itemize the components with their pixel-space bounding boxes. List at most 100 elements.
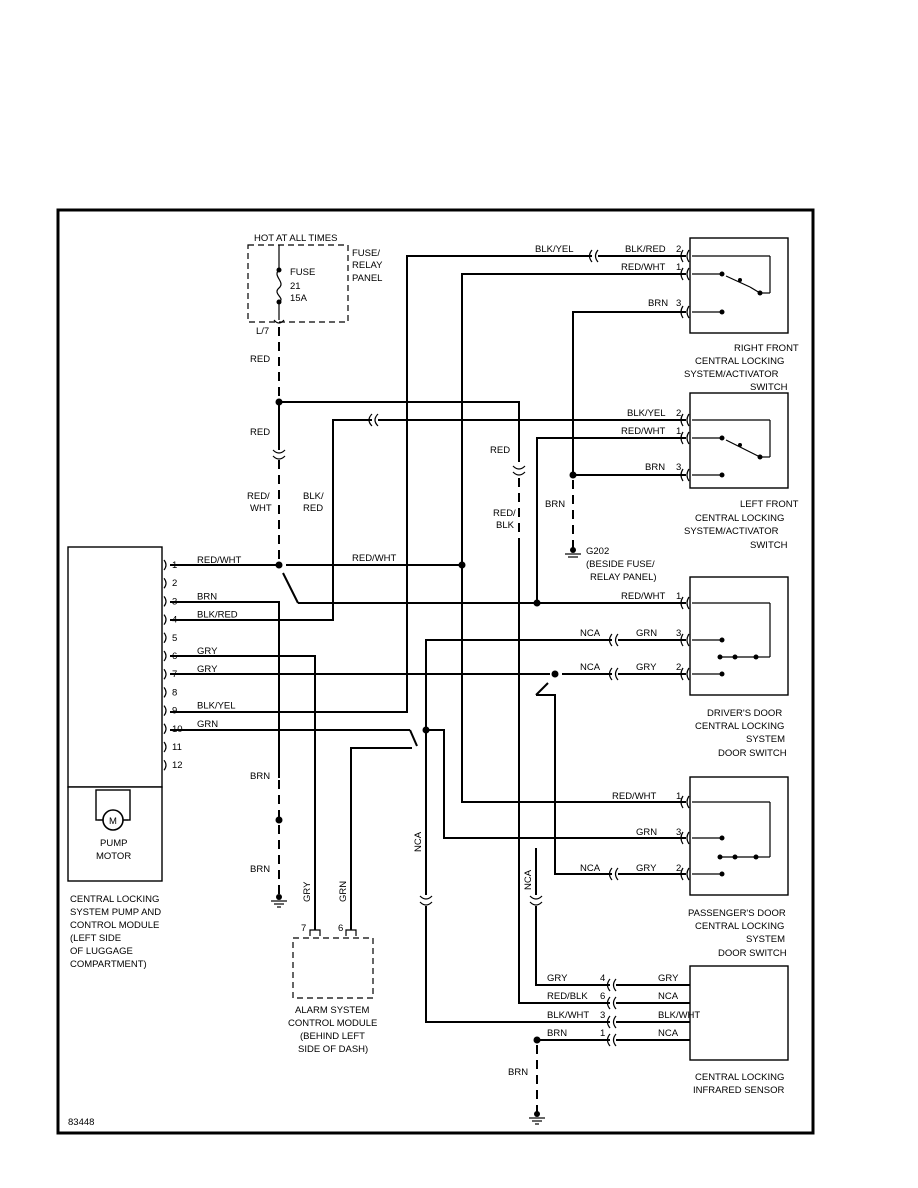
pump-control-module: M PUMP MOTOR [67,546,163,882]
ir-pin4-left-wire: GRY [547,973,568,984]
right-front-switch: BLK/YEL BLK/RED 2 RED/WHT 1 BRN 3 RIGHT … [535,237,799,393]
wire-label-red-2: RED [250,427,270,438]
pump-pin-connector [163,668,167,680]
ir-connector [612,1033,617,1047]
wire-label-red-wht-h: RED/WHT [352,553,397,564]
drivers-pin3: 3 [676,628,681,639]
pump-pin-11: 11 [172,742,182,753]
right-front-pin3: 3 [676,298,681,309]
drivers-door-switch: RED/WHT 1 NCA GRN 3 NCA GRY 2 DRIVER'S D… [580,576,789,759]
right-front-caption-4: SWITCH [750,382,788,393]
alarm-caption-3: (BEHIND LEFT [300,1031,365,1042]
motor-symbol: M [109,816,117,827]
drivers-pin1: 1 [676,591,681,602]
ir-caption-2: INFRARED SENSOR [693,1085,784,1096]
drivers-caption-3: SYSTEM [746,734,785,745]
pump-caption-1: CENTRAL LOCKING [70,894,159,905]
left-front-pin2-wire: BLK/YEL [627,408,666,419]
pump-pin-connector [163,705,167,716]
wire-label-red-1: RED [250,354,270,365]
pump-pin-connector [163,687,167,698]
fuse-panel-label-1: FUSE/ [352,248,380,259]
pump-pin-4-wire: BLK/RED [197,610,238,621]
ir-caption-1: CENTRAL LOCKING [695,1072,784,1083]
ir-connector [612,996,617,1010]
pump-motor-label-1: PUMP [100,838,127,849]
pump-pin-6-wire: GRY [197,646,218,657]
wire-label-gry-alarm: GRY [302,881,313,902]
wire-label-red-blk-v-2: BLK [496,520,515,531]
ir-connector [606,996,611,1010]
ir-pin4: 4 [600,973,605,984]
drivers-caption-1: DRIVER'S DOOR [707,708,782,719]
right-front-pin3-wire: BRN [648,298,668,309]
left-front-caption-3: SYSTEM/ACTIVATOR [684,526,779,537]
passengers-pin3: 3 [676,827,681,838]
left-front-pin1: 1 [676,426,681,437]
wire-label-red-blk-v-1: RED/ [493,508,516,519]
pump-motor-label-2: MOTOR [96,851,131,862]
ir-connector [606,1033,611,1047]
ir-pin1: 1 [600,1028,605,1039]
pump-pin-10-wire: GRN [197,719,218,730]
pump-caption-5: OF LUGGAGE [70,946,133,957]
wire-label-brn-ground-left: BRN [250,771,270,782]
passengers-caption-4: DOOR SWITCH [718,948,787,959]
drivers-caption-2: CENTRAL LOCKING [695,721,784,732]
pump-pin-connector [163,723,167,735]
alarm-system-module: 7 6 ALARM SYSTEM CONTROL MODULE (BEHIND … [288,923,377,1055]
passengers-pin2-outer: NCA [580,863,601,874]
drivers-pin2: 2 [676,662,681,673]
drivers-pin3-outer: NCA [580,628,601,639]
ir-pin6-right-wire: NCA [658,991,679,1002]
pump-pin-2: 2 [172,578,177,589]
pump-pin-connector [163,577,167,589]
ground-g202-note-1: (BESIDE FUSE/ [586,559,655,570]
left-front-caption-2: CENTRAL LOCKING [695,513,784,524]
alarm-pin-7: 7 [301,923,306,934]
left-front-pin2: 2 [676,408,681,419]
wire-label-nca-left: NCA [413,831,424,852]
right-front-caption-3: SYSTEM/ACTIVATOR [684,369,779,380]
pump-pin-5: 5 [172,633,177,644]
pump-pin-connector [163,741,167,753]
drivers-pin1-wire: RED/WHT [621,591,666,602]
fuse-panel-label-3: PANEL [352,273,382,284]
wire-label-red-wht-v-1: RED/ [247,491,270,502]
right-front-wire-top: BLK/YEL [535,244,574,255]
ir-pin4-right-wire: GRY [658,973,679,984]
alarm-caption-1: ALARM SYSTEM [295,1005,370,1016]
left-front-caption-4: SWITCH [750,540,788,551]
ground-g202-note-2: RELAY PANEL) [590,572,657,583]
left-front-pin1-wire: RED/WHT [621,426,666,437]
wire-label-brn-ground-left-2: BRN [250,864,270,875]
left-front-pin3: 3 [676,462,681,473]
figure-id: 83448 [68,1117,94,1128]
passengers-pin3-wire: GRN [636,827,657,838]
pump-pin-connector [163,759,167,771]
passengers-pin2-wire: GRY [636,863,657,874]
ir-pin1-left-wire: BRN [547,1028,567,1039]
left-front-pin3-wire: BRN [645,462,665,473]
drivers-pin2-wire: GRY [636,662,657,673]
wire-label-brn-g202: BRN [545,499,565,510]
right-front-caption-2: CENTRAL LOCKING [695,356,784,367]
ir-pin1-right-wire: NCA [658,1028,679,1039]
right-front-pin1: 1 [676,262,681,273]
drivers-pin2-outer: NCA [580,662,601,673]
hot-at-all-times-label: HOT AT ALL TIMES [254,233,337,244]
ir-connector [606,1015,611,1029]
pump-caption-3: CONTROL MODULE [70,920,159,931]
passengers-caption-1: PASSENGER'S DOOR [688,908,786,919]
pump-pin-8: 8 [172,687,177,698]
right-front-pin2-wire: BLK/RED [625,244,666,255]
wire-label-red-wht-v-2: WHT [250,503,272,514]
pump-caption-4: (LEFT SIDE [70,933,121,944]
right-front-caption-1: RIGHT FRONT [734,343,799,354]
fuse-number: 21 [290,281,301,292]
drivers-pin3-wire: GRN [636,628,657,639]
passengers-pin2: 2 [676,863,681,874]
pump-pin-connector [163,596,167,607]
